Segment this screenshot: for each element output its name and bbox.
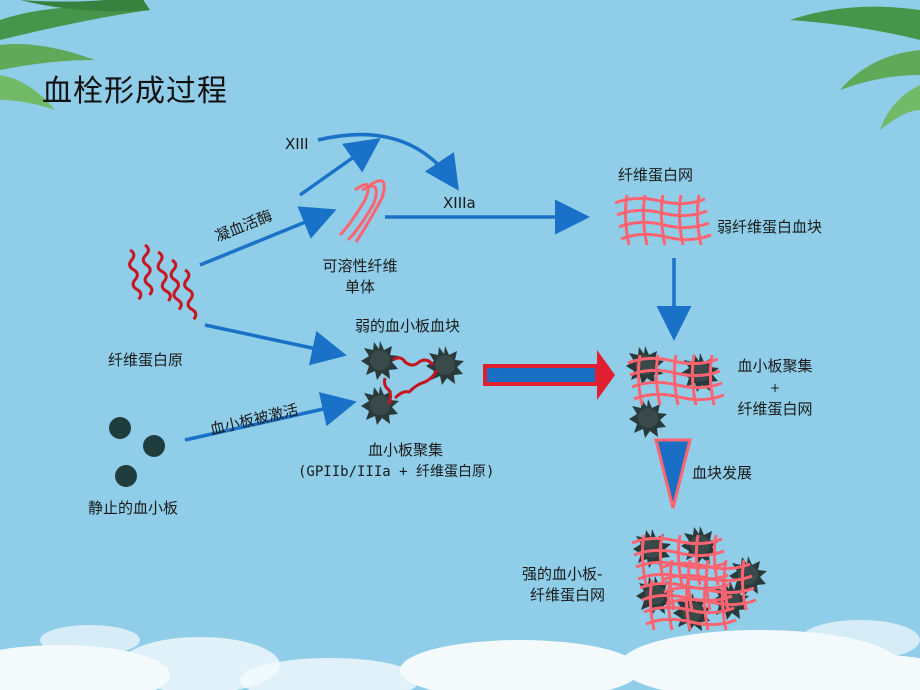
platelet-fibrin-combined-icon: [626, 346, 726, 438]
label-clot-development: 血块发展: [692, 464, 753, 482]
label-gp-receptor: (GPIIb/IIIa + 纤维蛋白原): [298, 464, 495, 480]
palm-leaf-left-icon: [0, 0, 150, 110]
label-soluble-monomer-2: 单体: [344, 278, 375, 296]
arrow-xiii-curve-up: [298, 137, 381, 197]
label-resting-platelets: 静止的血小板: [88, 499, 179, 517]
resting-platelets-icon: [109, 417, 165, 487]
soluble-monomer-icon: [338, 179, 386, 243]
fibrin-mesh-icon: [613, 193, 713, 247]
label-combined-2: +: [769, 381, 781, 395]
arrow-fibrinogen-to-monomer: [199, 206, 337, 267]
large-block-arrow: [483, 350, 615, 400]
arrow-xiii-to-xiiia: [317, 132, 459, 191]
label-xiiia: XIIIa: [443, 194, 476, 212]
arrow-fibrinogen-to-platelets: [204, 323, 347, 366]
clouds-icon: [0, 620, 920, 690]
clot-development-triangle: [654, 438, 692, 509]
palm-leaf-right-icon: [790, 6, 920, 130]
label-fibrin-mesh: 纤维蛋白网: [618, 166, 694, 184]
page-title: 血栓形成过程: [42, 74, 228, 109]
label-weak-platelet-clot: 弱的血小板血块: [355, 317, 461, 335]
label-weak-fibrin-clot: 弱纤维蛋白血块: [717, 218, 823, 236]
label-combined-1: 血小板聚集: [737, 357, 813, 375]
label-fibrinogen: 纤维蛋白原: [108, 351, 184, 369]
label-strong-clot-1: 强的血小板-: [522, 565, 603, 583]
label-combined-3: 纤维蛋白网: [737, 400, 813, 418]
weak-platelet-clot-icon: [361, 341, 464, 425]
label-strong-clot-2: 纤维蛋白网: [530, 586, 606, 604]
label-xiii: XIII: [285, 135, 309, 153]
label-platelet-aggregation: 血小板聚集: [368, 441, 444, 459]
arrow-platelets-activated: [184, 392, 357, 442]
fibrinogen-coils-icon: [125, 243, 199, 322]
strong-clot-icon: [630, 526, 767, 632]
label-soluble-monomer-1: 可溶性纤维: [322, 257, 398, 275]
